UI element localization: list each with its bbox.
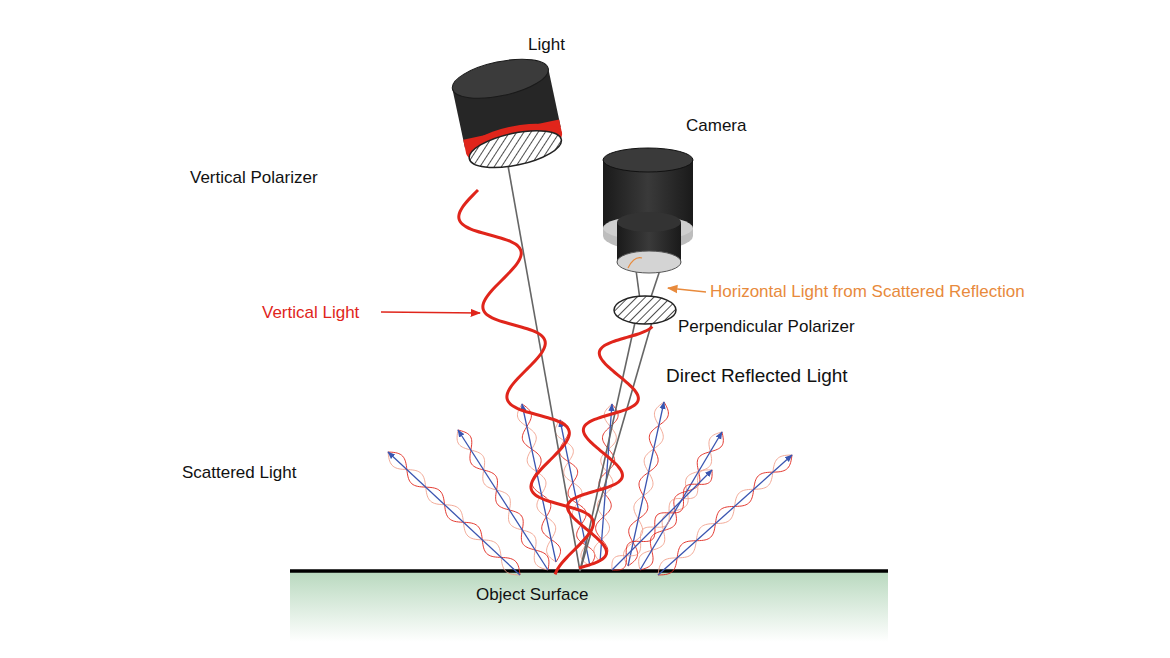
scattered-rays xyxy=(388,402,792,575)
scattered-ray xyxy=(658,455,792,575)
leader-line xyxy=(668,288,706,292)
perpendicular-polarizer xyxy=(614,296,676,324)
camera xyxy=(603,148,693,273)
source-label: Light xyxy=(528,35,565,55)
light-label: Horizontal Light from Scattered Reflecti… xyxy=(710,282,1025,302)
object-surface xyxy=(290,569,888,573)
scattered-ray xyxy=(388,452,520,575)
light-label: Direct Reflected Light xyxy=(666,366,848,386)
light-source xyxy=(449,52,567,175)
leader-line xyxy=(381,312,480,313)
camera-label: Camera xyxy=(686,116,746,136)
scattered-ray xyxy=(457,430,549,570)
polarizer-label: Perpendicular Polarizer xyxy=(678,317,855,337)
light-label: Vertical Light xyxy=(262,303,359,323)
object-ground xyxy=(290,572,888,642)
surface-label: Object Surface xyxy=(476,585,588,605)
reflected-light-wave xyxy=(567,327,652,568)
scattered-ray xyxy=(612,470,712,570)
polarizer-label: Vertical Polarizer xyxy=(190,168,318,188)
light-label: Scattered Light xyxy=(182,463,296,483)
